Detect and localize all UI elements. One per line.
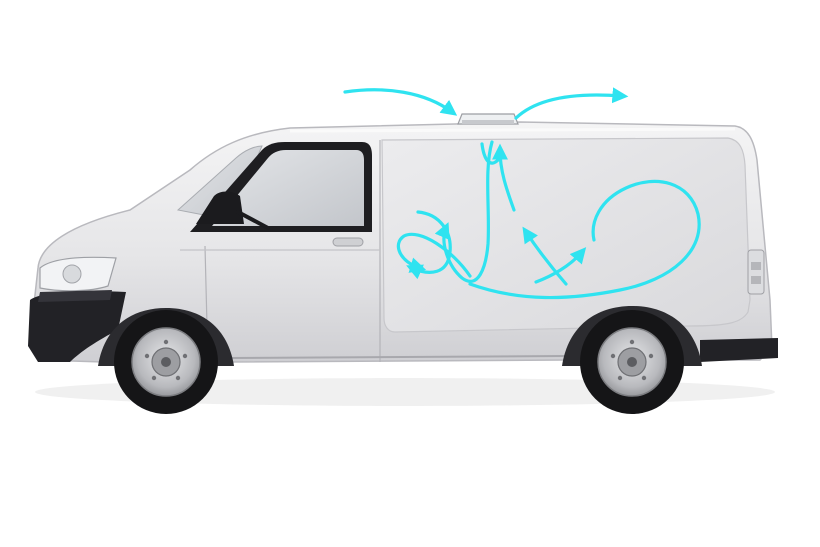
side-mirror [196, 191, 244, 224]
airflow-arrow [480, 142, 500, 165]
airflow-arrow [406, 210, 452, 280]
cargo-panel [381, 137, 751, 333]
windshield [176, 145, 263, 221]
roof-line [289, 127, 736, 133]
lower-sill [227, 355, 566, 359]
rear-bumper [700, 338, 778, 362]
mirror-arm [236, 210, 270, 230]
door-handle [332, 237, 364, 247]
rear-wheel [580, 310, 684, 414]
front-wheel [114, 310, 218, 414]
airflow-arrow [522, 226, 568, 286]
front-bumper [28, 291, 126, 362]
rear-light-segment [751, 276, 761, 284]
headlight-lens [62, 264, 82, 284]
airflow-arrow [468, 179, 701, 300]
grille [38, 290, 112, 302]
roof-vent-unit [457, 113, 519, 125]
airflow-arrow [534, 247, 587, 284]
airflow-arrow [492, 143, 516, 212]
rear-light-segment [751, 262, 761, 270]
airflow-arrow [514, 87, 629, 120]
airflow-arrow [343, 88, 458, 116]
rear-light [747, 249, 765, 295]
side-window [212, 150, 364, 226]
airflow-arrow [396, 232, 472, 278]
